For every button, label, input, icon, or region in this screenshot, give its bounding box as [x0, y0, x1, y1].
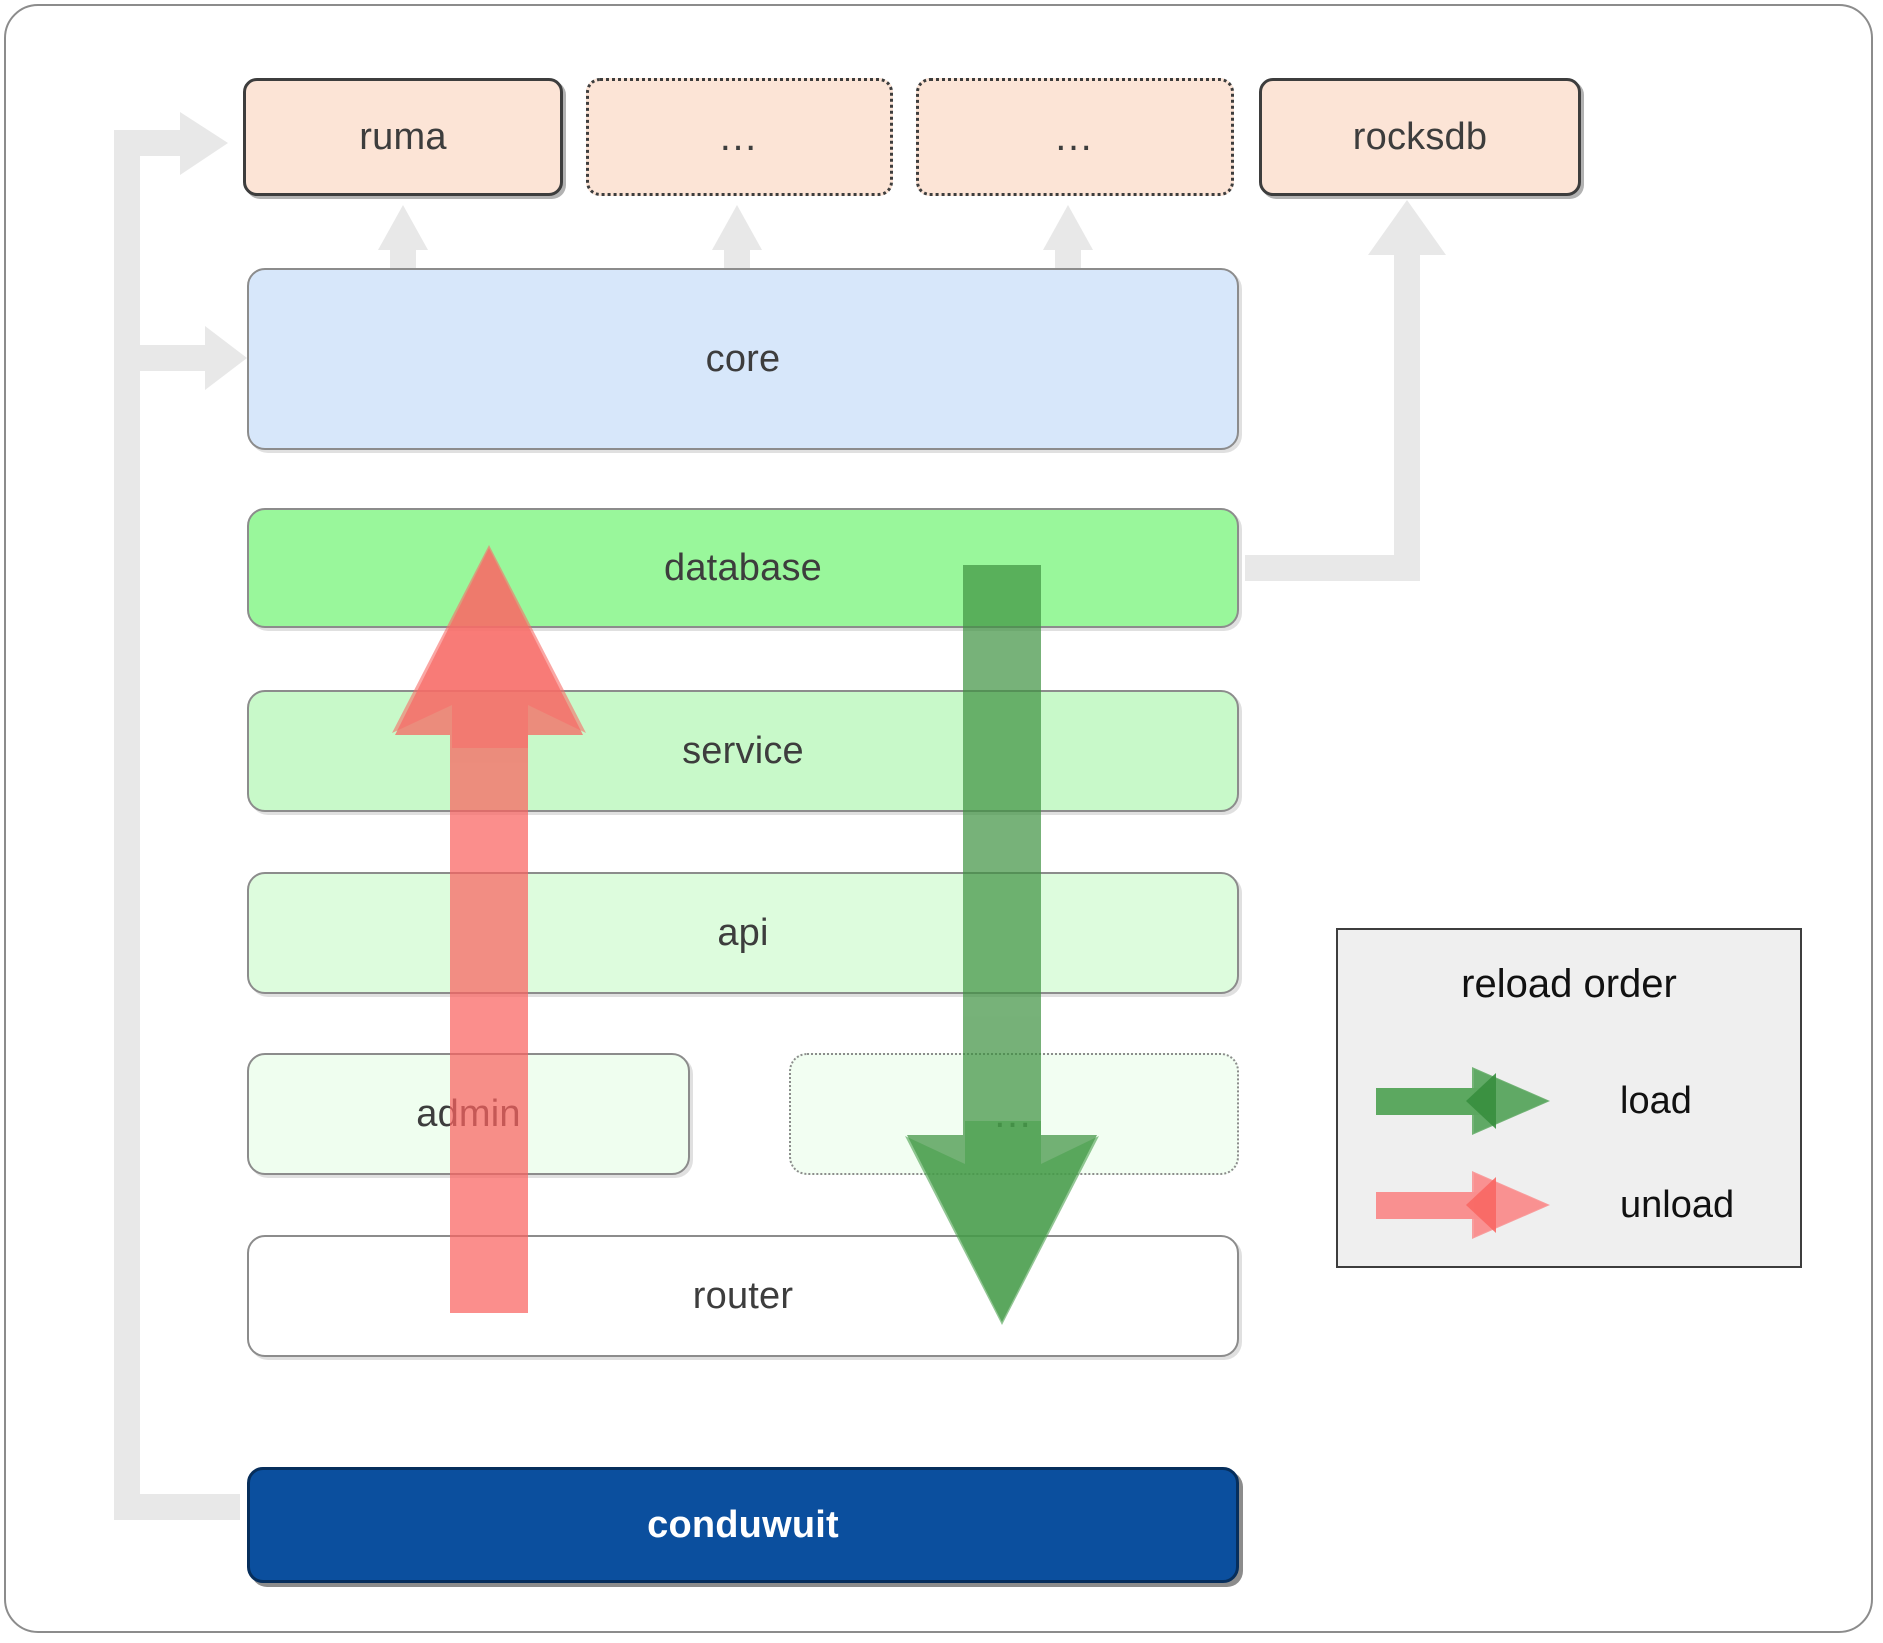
crate-label-database: database [664, 546, 822, 589]
dependency-label-rocksdb: rocksdb [1352, 115, 1488, 158]
dependency-label-ruma: ruma [359, 115, 447, 158]
crate-label-router: router [692, 1274, 794, 1317]
dependency-box-rocksdb[interactable]: rocksdb [1259, 78, 1581, 196]
dependency-box-placeholder-2[interactable]: … [916, 78, 1234, 196]
crate-label-service: service [682, 729, 804, 772]
crate-box-router[interactable]: router [247, 1235, 1239, 1357]
binary-box-conduwuit[interactable]: conduwuit [247, 1467, 1239, 1583]
dependency-label-placeholder-1: … [718, 115, 761, 159]
legend-label-load: load [1620, 1079, 1692, 1122]
crate-box-core[interactable]: core [247, 268, 1239, 450]
crate-label-placeholder: … [992, 1092, 1036, 1136]
legend-row-unload: unload [1376, 1162, 1776, 1248]
crate-box-api[interactable]: api [247, 872, 1239, 994]
dependency-box-ruma[interactable]: ruma [243, 78, 563, 196]
crate-label-admin: admin [416, 1092, 521, 1135]
legend-row-load: load [1376, 1058, 1776, 1144]
legend-label-unload: unload [1620, 1183, 1735, 1226]
crate-label-core: core [705, 337, 781, 380]
dependency-box-placeholder-1[interactable]: … [586, 78, 893, 196]
unload-arrow-icon-legend [1376, 1171, 1550, 1239]
legend-panel: reload order load [1336, 928, 1802, 1268]
crate-box-service[interactable]: service [247, 690, 1239, 812]
crate-box-database[interactable]: database [247, 508, 1239, 628]
crate-box-placeholder[interactable]: … [789, 1053, 1239, 1175]
binary-label-conduwuit: conduwuit [647, 1503, 839, 1546]
crate-box-admin[interactable]: admin [247, 1053, 690, 1175]
dependency-label-placeholder-2: … [1053, 115, 1097, 159]
legend-title: reload order [1461, 962, 1677, 1006]
crate-label-api: api [717, 911, 769, 954]
load-arrow-icon-legend [1376, 1067, 1550, 1135]
